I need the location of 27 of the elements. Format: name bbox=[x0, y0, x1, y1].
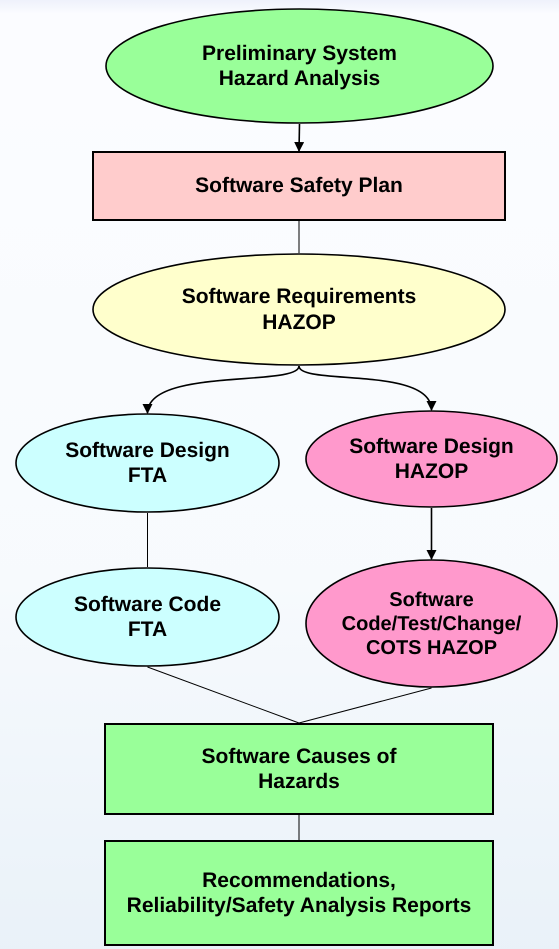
arrow bbox=[145, 366, 300, 414]
node-label: Preliminary System Hazard Analysis bbox=[201, 40, 398, 92]
node-label: Recommendations, Reliability/Safety Analysis Reports bbox=[126, 868, 472, 918]
process-box bbox=[92, 151, 506, 221]
process-box bbox=[104, 840, 494, 946]
process-ellipse bbox=[92, 253, 506, 366]
connector-line bbox=[298, 220, 300, 254]
node-label: Software Causes of Hazards bbox=[200, 744, 398, 794]
connector-line bbox=[298, 688, 432, 724]
process-ellipse bbox=[105, 8, 494, 124]
process-ellipse bbox=[15, 567, 280, 667]
connector-line bbox=[298, 814, 300, 840]
process-ellipse bbox=[305, 559, 558, 688]
node-label: Software Requirements HAZOP bbox=[180, 284, 418, 335]
process-box bbox=[104, 723, 494, 815]
node-label: Software Code/Test/Change/ COTS HAZOP bbox=[340, 588, 522, 660]
arrow bbox=[294, 124, 304, 152]
process-ellipse bbox=[305, 410, 558, 508]
process-ellipse bbox=[15, 413, 280, 513]
arrow bbox=[426, 508, 436, 560]
connector-line bbox=[147, 512, 148, 568]
node-label: Software Safety Plan bbox=[194, 173, 404, 199]
arrow bbox=[298, 366, 434, 411]
node-label: Software Design FTA bbox=[64, 438, 231, 488]
node-label: Software Design HAZOP bbox=[348, 434, 515, 484]
connector-line bbox=[147, 666, 300, 724]
node-label: Software Code FTA bbox=[72, 592, 222, 642]
